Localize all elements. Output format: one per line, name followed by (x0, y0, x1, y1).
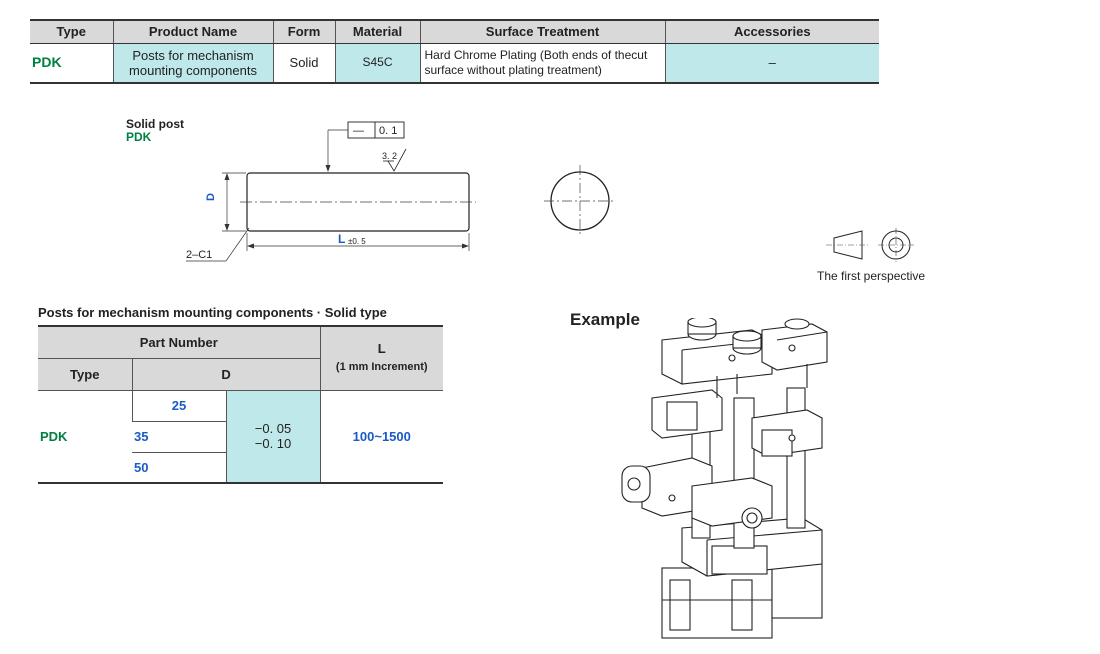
spec-type-value: PDK (32, 54, 62, 71)
flatness-value: 0. 1 (379, 125, 397, 137)
product-name-line1: Posts for mechanism (132, 47, 254, 63)
diameter-value: 35 (132, 421, 226, 453)
spec-header-row: Type Product Name Form Material Surface … (30, 19, 879, 44)
spec-material: S45C (334, 43, 420, 84)
drawing-title: Solid post PDK (126, 118, 184, 144)
length-header-sub: (1 mm Increment) (335, 361, 428, 374)
spec-table: Type Product Name Form Material Surface … (30, 19, 879, 84)
diameter-50: 50 (134, 459, 149, 475)
length-tolerance: ±0. 5 (348, 237, 366, 246)
part-number-header: Part Number (38, 325, 321, 359)
spec-header-material: Material (334, 19, 420, 44)
type-header: Type (38, 358, 132, 391)
perspective-label: The first perspective (817, 269, 926, 283)
flatness-symbol: — (353, 125, 364, 137)
diameter-value: 50 (132, 452, 226, 484)
roughness-value: 3. 2 (382, 151, 397, 161)
example-assembly-illustration (621, 318, 828, 639)
spec-type: PDK (30, 43, 113, 84)
spec-header-form: Form (272, 19, 335, 44)
spec-header-product-name: Product Name (112, 19, 273, 44)
part-type: PDK (38, 390, 132, 484)
length-label: L (338, 232, 345, 246)
drawing-type-label: PDK (126, 130, 152, 144)
diameter-tolerance: −0. 05 −0. 10 (225, 390, 321, 484)
part-header-row-1: Part Number L (1 mm Increment) (38, 325, 444, 391)
length-range: 100~1500 (319, 390, 444, 484)
table-row: PDK 25 −0. 05 −0. 10 100~1500 (38, 390, 444, 484)
chamfer-label: 2–C1 (186, 249, 212, 261)
spec-surface: Hard Chrome Plating (Both ends of thecut… (419, 43, 665, 84)
spec-form: Solid (272, 43, 335, 84)
diameter-label: D (205, 193, 217, 201)
post-drawing: D L ±0. 5 2–C1 — 0. 1 3. 2 (186, 121, 616, 262)
diameter-value: 25 (131, 390, 226, 422)
spec-row: PDK Posts for mechanism mounting compone… (30, 43, 879, 84)
part-type-value: PDK (40, 428, 68, 444)
product-name-line2: mounting components (129, 62, 257, 78)
solid-post-label: Solid post (126, 117, 184, 131)
spec-header-surface: Surface Treatment (419, 19, 665, 44)
length-header-label: L (377, 341, 386, 357)
spec-header-accessories: Accessories (664, 19, 879, 44)
table-row: 35 (38, 421, 443, 453)
surface-line1: Hard Chrome Plating (Both ends of thecut (424, 47, 648, 62)
spec-product-name: Posts for mechanism mounting components (112, 43, 273, 84)
table-row: 50 (38, 452, 443, 484)
spec-accessories: – (664, 43, 879, 84)
spec-header-type: Type (30, 19, 113, 44)
tolerance-upper: −0. 05 (254, 421, 292, 437)
length-range-value: 100~1500 (352, 428, 411, 444)
tolerance-lower: −0. 10 (254, 436, 292, 452)
surface-line2: surface without plating treatment) (424, 62, 602, 77)
diameter-35: 35 (134, 429, 149, 444)
part-number-table: Part Number L (1 mm Increment) Type D PD… (38, 325, 444, 484)
part-header-row-2: Type D (38, 358, 443, 391)
diameter-header: D (131, 358, 321, 391)
roughness-symbol-icon (387, 148, 407, 172)
part-table-caption: Posts for mechanism mounting components … (38, 305, 387, 320)
length-header: L (1 mm Increment) (319, 325, 444, 391)
first-angle-projection-icon (826, 228, 914, 262)
diameter-25: 25 (171, 398, 187, 413)
example-label: Example (570, 310, 640, 329)
